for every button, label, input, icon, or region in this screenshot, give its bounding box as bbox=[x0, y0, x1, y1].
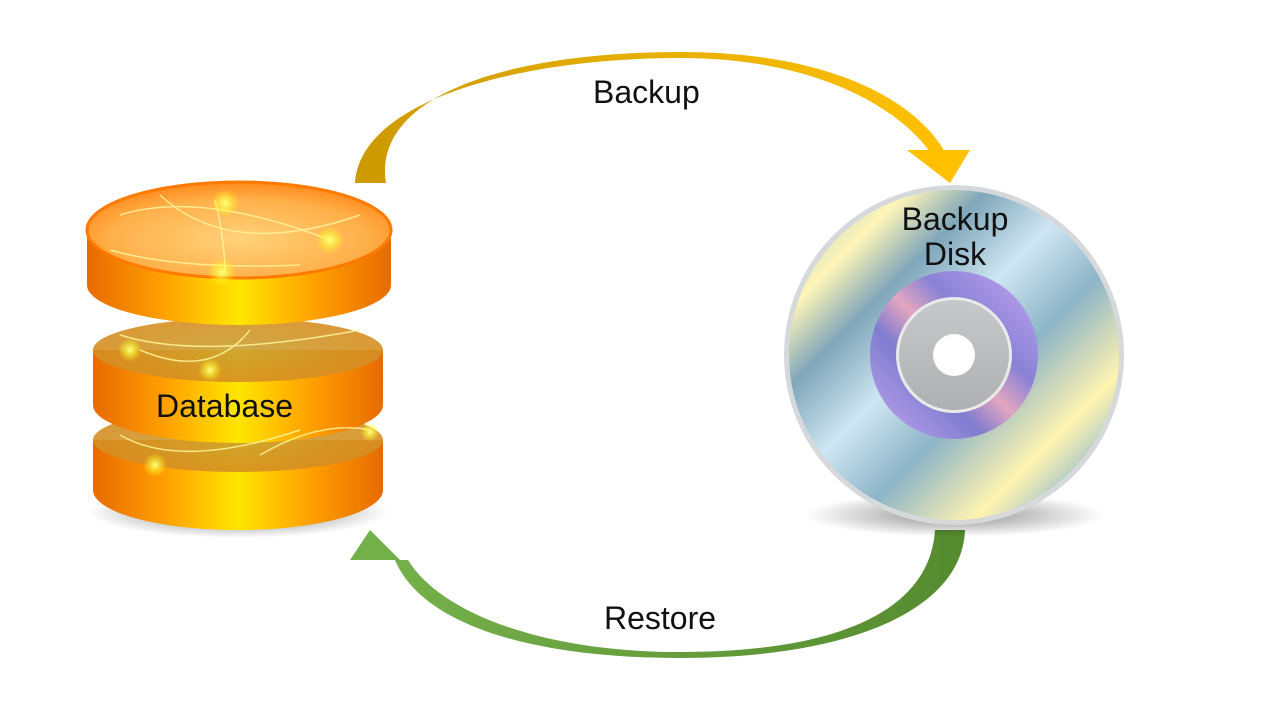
optical-disc-icon bbox=[784, 185, 1124, 537]
restore-arrow-label: Restore bbox=[604, 600, 717, 636]
restore-arrow bbox=[350, 530, 965, 658]
database-cylinder-icon bbox=[85, 180, 393, 538]
disk-label-line2: Disk bbox=[923, 235, 987, 272]
backup-disk-label: Backup Disk bbox=[880, 202, 1030, 271]
disk-label-line1: Backup bbox=[901, 201, 1009, 237]
backup-arrow-label: Backup bbox=[593, 74, 700, 110]
database-label: Database bbox=[156, 388, 293, 424]
backup-arrow bbox=[355, 52, 970, 183]
